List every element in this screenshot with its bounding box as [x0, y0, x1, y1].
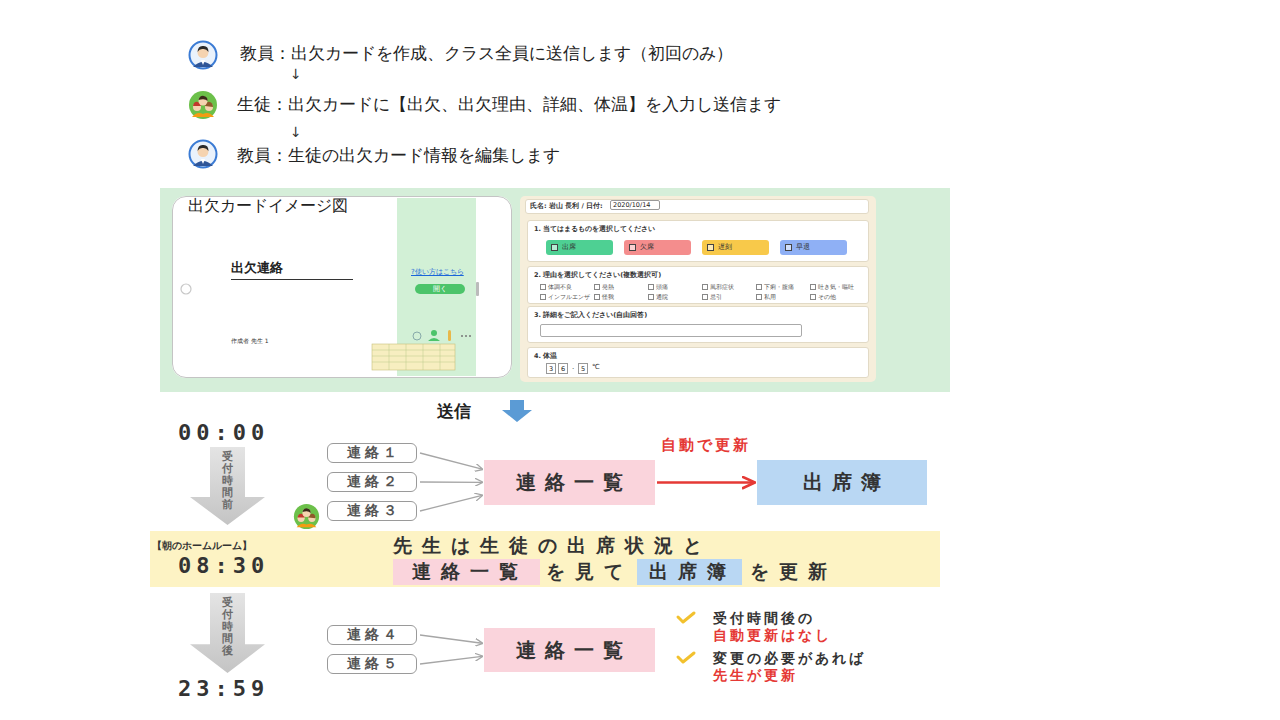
node-text: 風邪症状 — [702, 283, 734, 292]
form-section: 2. 理由を選択してください(複数選択可) 体調不良 発熱 頭痛 風邪症状 下痢・腹痛 吐き… — [527, 266, 869, 304]
open-button: 開く — [415, 284, 465, 294]
register-box: 出席簿 — [757, 460, 927, 505]
note-text: 先生が更新 — [713, 667, 798, 685]
arrow-outline — [190, 447, 265, 525]
node-text: ?使い方はこちら — [411, 267, 464, 277]
node-text: 早退 — [796, 243, 810, 252]
choice-button: 遅刻 — [702, 240, 769, 255]
node-text: 連絡１ — [347, 444, 401, 462]
message-list-box: 連絡一覧 — [484, 460, 655, 505]
send-label: 送信 — [437, 400, 471, 423]
form-section: 4. 体温. ℃ 36 5 — [527, 347, 869, 378]
node-text: 出欠連絡 — [231, 259, 353, 280]
node-text: 欠席 — [640, 243, 654, 252]
homeroom-band: 【朝のホームルーム】08:30 先生は生徒の出席状況とを見て を更新 連絡一覧 出席簿 — [150, 531, 940, 587]
node-text: 先生は生徒の出席状況と — [393, 533, 712, 559]
node-text: 連絡一覧 — [516, 469, 632, 496]
connector — [657, 481, 755, 484]
node-text: 下痢・腹痛 — [756, 283, 794, 292]
connector — [420, 635, 482, 643]
message-box: 連絡１ — [327, 443, 417, 463]
note-text: 受付時間後の — [713, 610, 815, 628]
connector — [420, 453, 482, 469]
node-text: 5 — [581, 365, 585, 373]
message-box: 連絡２ — [327, 472, 417, 492]
node-text: 2020/10/14 — [610, 200, 660, 210]
time-arrow: 受付時間前 — [190, 447, 265, 525]
node-text: 体調不良 — [540, 283, 572, 292]
node-text: 開く — [433, 284, 447, 294]
register-highlight: 出席簿 — [637, 559, 742, 585]
node-text: 作成者 先生 1 — [231, 337, 269, 346]
form-section: 3. 詳細をご記入ください(自由回答) — [527, 306, 869, 343]
node-text: 受付時間後 — [222, 597, 233, 657]
message-list-box: 連絡一覧 — [484, 628, 655, 672]
node-text: ℃ — [592, 363, 600, 371]
node-text: 遅刻 — [718, 243, 732, 252]
node-text: 6 — [561, 365, 565, 373]
choice-button: 早退 — [780, 240, 847, 255]
time-arrow: 受付時間後 — [190, 593, 265, 673]
node-text: . — [572, 363, 574, 371]
node-text: 2. 理由を選択してください(複数選択可) — [534, 271, 661, 280]
note-text: 変更の必要があれば — [713, 650, 866, 668]
node-text: 発熱 — [594, 283, 614, 292]
node-text: 通院 — [648, 293, 668, 302]
node-text: その他 — [810, 293, 836, 302]
edge-label: 自動で更新 — [659, 436, 753, 455]
node-text: 3. 詳細をご記入ください(自由回答) — [534, 311, 647, 320]
node-text: 連絡３ — [347, 502, 401, 520]
instruction-text: 生徒：出欠カードに【出欠、出欠理由、詳細、体温】を入力し送信ます — [237, 93, 781, 116]
instruction-text: 教員：生徒の出欠カード情報を編集します — [237, 144, 560, 167]
form-field — [540, 324, 802, 337]
connector — [420, 481, 482, 483]
node-text: 怪我 — [594, 293, 614, 302]
choice-button: 欠席 — [624, 240, 691, 255]
node-text: 連絡一覧 — [516, 637, 632, 664]
node-text: 氏名: 岩山 長利 / 日付: — [530, 202, 603, 211]
image-panel: 出欠カードイメージ図出欠連絡 ?使い方はこちら作成者 先生 1 開く 氏名: 岩山 長… — [160, 188, 950, 392]
attendance-form: 氏名: 岩山 長利 / 日付: 2020/10/14 1. 当てはまるものを選択して… — [520, 196, 876, 382]
node-text: 出席 — [562, 243, 576, 252]
node-text: 4. 体温 — [534, 352, 557, 361]
node-text: 連絡５ — [347, 655, 401, 673]
digit-box: 5 — [578, 363, 588, 374]
flow-arrow-text: ↓ — [290, 124, 302, 140]
arrow-outline — [190, 593, 265, 673]
connector — [420, 495, 482, 511]
node-text: 【朝のホームルーム】 — [152, 539, 252, 553]
time-label: 00:00 — [178, 420, 269, 445]
message-box: 連絡４ — [327, 625, 417, 645]
message-box: 連絡３ — [327, 501, 417, 521]
digit-box: 3 — [546, 363, 556, 374]
node-text: 頭痛 — [648, 283, 668, 292]
flow-arrow-text: ↓ — [290, 66, 302, 82]
choice-button: 出席 — [546, 240, 613, 255]
node-text: 出席簿 — [803, 469, 890, 496]
instruction-text: 教員：出欠カードを作成、クラス全員に送信します（初回のみ） — [240, 42, 733, 65]
node-text: 3 — [549, 365, 553, 373]
message-list-highlight: 連絡一覧 — [393, 559, 540, 585]
digit-box: 6 — [558, 363, 568, 374]
node-text: を更新 — [750, 559, 837, 585]
node-text: インフルエンザ — [540, 293, 590, 302]
node-text: 連絡４ — [347, 626, 401, 644]
node-text: 出欠カードイメージ図 — [186, 196, 350, 217]
tablet-screen: 出欠連絡 ?使い方はこちら作成者 先生 1 開く — [172, 196, 512, 378]
time-label: 23:59 — [178, 676, 269, 701]
note-text: 自動更新はなし — [713, 627, 832, 645]
form-section: 1. 当てはまるものを選択してください出席 欠席 遅刻 早退 — [527, 220, 869, 262]
connector — [420, 656, 482, 664]
node-text: 1. 当てはまるものを選択してください — [534, 225, 655, 234]
node-text: 連絡２ — [347, 473, 401, 491]
node-text: 08:30 — [178, 553, 269, 578]
node-text: 連絡一覧 — [412, 559, 528, 585]
node-text: 忌引 — [702, 293, 722, 302]
node-text: 私用 — [756, 293, 776, 302]
node-text: 受付時間前 — [222, 451, 233, 511]
node-text: を見て — [546, 559, 633, 585]
node-text: 出席簿 — [649, 559, 736, 585]
message-box: 連絡５ — [327, 654, 417, 674]
node-text: 吐き気・嘔吐 — [810, 283, 854, 292]
